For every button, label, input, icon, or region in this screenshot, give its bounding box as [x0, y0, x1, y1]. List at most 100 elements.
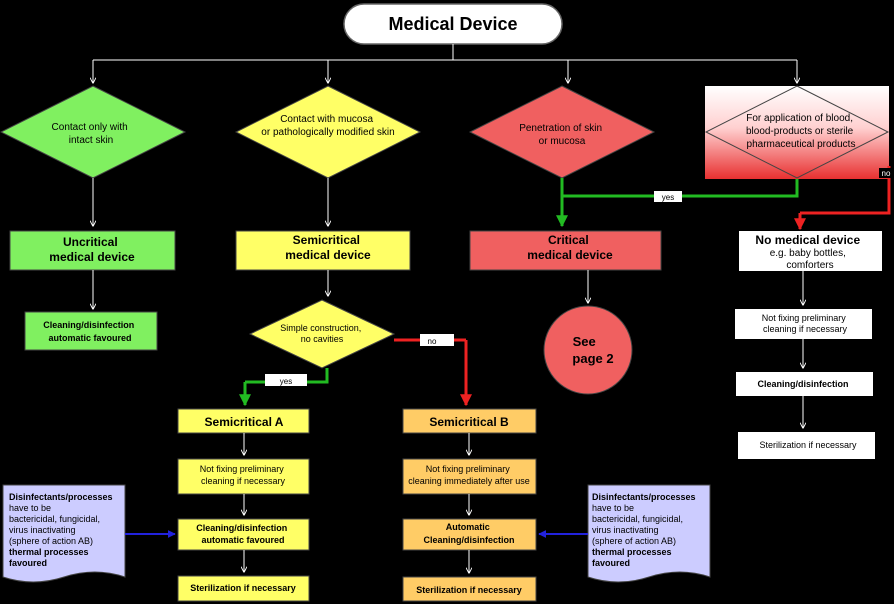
semicritical-a-title: Semicritical A [205, 415, 284, 429]
critical-line1: Critical [548, 233, 589, 247]
no-label-top: no [882, 169, 891, 178]
blood-products-box: For application of blood, blood-products… [704, 85, 890, 179]
no-med-step1-line1: Not fixing preliminary [762, 313, 847, 323]
semi-b-step1-line1: Not fixing preliminary [426, 464, 511, 474]
uncritical-step-box: Cleaning/disinfection automatic favoured [24, 311, 158, 351]
svg-text:For application of blood,: For application of blood, blood-products… [746, 113, 856, 150]
no-medical-step3-box: Sterilization if necessary [738, 432, 875, 459]
yes-path-critical [556, 178, 799, 228]
note-right-line2: have to be [592, 503, 634, 513]
simple-line1: Simple construction, [280, 323, 361, 333]
svg-text:Automatic Cleaning/disin: Automatic Cleaning/disinfection [423, 522, 514, 545]
note-document-left: Disinfectants/processes have to be bacte… [2, 484, 126, 583]
note-left-line3: bactericidal, fungicidal, [9, 514, 100, 524]
semi-a-step1-line1: Not fixing preliminary [200, 464, 285, 474]
svg-text:Cleaning/disinfection au: Cleaning/disinfection automatic favoured [196, 523, 290, 545]
mucosa-line1: Contact with mucosa [280, 114, 373, 125]
semicritical-b-title: Semicritical B [429, 415, 509, 429]
no-med-step2: Cleaning/disinfection [757, 379, 848, 389]
no-medical-box: No medical device e.g. baby bottles, com… [739, 231, 882, 271]
semicritical-line1: Semicritical [293, 233, 360, 247]
top-connector [93, 44, 797, 83]
semi-a-step1-line2: cleaning if necessary [201, 476, 286, 486]
uncritical-step-line2: automatic favoured [48, 333, 131, 343]
uncritical-line1: Uncritical [63, 235, 118, 249]
no-path-semicritical-b [394, 338, 472, 407]
ab-connectors [244, 433, 469, 573]
uncritical-line2: medical device [49, 250, 135, 264]
svg-text:Not fixing preliminary c: Not fixing preliminary cleaning immediat… [408, 464, 530, 486]
no-med-step1-line2: cleaning if necessary [763, 324, 848, 334]
svg-text:Disinfectants/processes: Disinfectants/processes have to be bacte… [592, 492, 698, 568]
no-med-step3: Sterilization if necessary [759, 440, 857, 450]
no-medical-line3: comforters [786, 260, 833, 271]
semi-a-step3: Sterilization if necessary [190, 583, 296, 593]
note-right-line6: thermal processes [592, 547, 672, 557]
svg-text:Disinfectants/processes: Disinfectants/processes have to be bacte… [9, 492, 115, 568]
note-left-line6: thermal processes [9, 547, 89, 557]
semi-a-step2-line1: Cleaning/disinfection [196, 523, 287, 533]
semicritical-box: Semicritical medical device [235, 230, 411, 271]
semi-b-step1-line2: cleaning immediately after use [408, 476, 530, 486]
uncritical-box: Uncritical medical device [9, 230, 176, 271]
semicritical-b-step3-box: Sterilization if necessary [402, 576, 537, 602]
svg-text:Critical medical device: Critical medical device [527, 233, 613, 262]
diamond-connectors [93, 178, 328, 226]
svg-text:No medical device e.g. b: No medical device e.g. baby bottles, com… [755, 231, 864, 271]
note-left-line5: (sphere of action AB) [9, 536, 93, 546]
no-label-b: no [428, 337, 437, 346]
penetration-line2: or mucosa [539, 136, 586, 147]
diamond-penetration: Penetration of skin or mucosa [468, 85, 656, 179]
no-label-box-top [879, 168, 894, 178]
critical-line2: medical device [527, 248, 613, 262]
yes-label-top: yes [662, 193, 674, 202]
note-left-line4: virus inactivating [9, 525, 76, 535]
note-document-right: Disinfectants/processes have to be bacte… [587, 484, 711, 583]
yes-label-box-a [265, 374, 307, 386]
note-right-line3: bactericidal, fungicidal, [592, 514, 683, 524]
semicritical-a-step3-box: Sterilization if necessary [177, 575, 310, 602]
semicritical-a-step1-box: Not fixing preliminary cleaning if neces… [177, 458, 310, 495]
svg-text:Not fixing preliminary c: Not fixing preliminary cleaning if neces… [200, 464, 287, 486]
see-line1: See [573, 334, 596, 349]
penetration-line1: Penetration of skin [519, 123, 602, 134]
svg-text:Cleaning/disinfection au: Cleaning/disinfection automatic favoured [43, 320, 137, 343]
yes-label-box-top [654, 191, 682, 202]
no-medical-step1-box: Not fixing preliminary cleaning if neces… [735, 309, 872, 339]
diamond-intact-skin: Contact only with intact skin [0, 85, 187, 179]
no-medical-step2-box: Cleaning/disinfection [736, 372, 873, 396]
semi-b-step3: Sterilization if necessary [416, 585, 522, 595]
semicritical-b-step2-box: Automatic Cleaning/disinfection [402, 518, 537, 551]
simple-line2: no cavities [301, 334, 344, 344]
note-right-line1: Disinfectants/processes [592, 492, 696, 502]
mucosa-line2: or pathologically modified skin [261, 127, 394, 138]
semicritical-b-box: Semicritical B [402, 408, 537, 434]
blood-line3: pharmaceutical products [747, 139, 856, 150]
semicritical-b-step1-box: Not fixing preliminary cleaning immediat… [402, 458, 537, 495]
diamond-simple-construction: Simple construction, no cavities [248, 299, 396, 369]
semi-b-step2-line2: Cleaning/disinfection [423, 535, 514, 545]
uncritical-step-line1: Cleaning/disinfection [43, 320, 134, 330]
see-line2: page 2 [572, 351, 613, 366]
semi-b-step2-line1: Automatic [446, 522, 490, 532]
note-left-line1: Disinfectants/processes [9, 492, 113, 502]
class-connectors [93, 270, 803, 309]
semi-a-step2-line2: automatic favoured [201, 535, 284, 545]
no-label-box-b [420, 334, 454, 346]
svg-text:Simple construction, no: Simple construction, no cavities [280, 323, 364, 344]
no-path-no-medical [794, 166, 891, 231]
no-medical-line1: No medical device [755, 233, 860, 247]
yes-label-a: yes [280, 377, 292, 386]
svg-text:Penetration of skin or: Penetration of skin or mucosa [519, 123, 605, 147]
blood-line2: blood-products or sterile [746, 126, 854, 137]
note-right-line7: favoured [592, 558, 630, 568]
svg-text:Uncritical medical devic: Uncritical medical device [49, 235, 135, 264]
svg-text:Not fixing preliminary c: Not fixing preliminary cleaning if neces… [762, 313, 849, 334]
semicritical-a-box: Semicritical A [177, 408, 310, 434]
svg-text:Contact with mucosa or p: Contact with mucosa or pathologically mo… [261, 114, 394, 138]
svg-text:Contact only with intact: Contact only with intact skin [52, 122, 131, 146]
intact-skin-line2: intact skin [69, 135, 113, 146]
blood-line1: For application of blood, [746, 113, 853, 124]
critical-box: Critical medical device [469, 230, 662, 271]
